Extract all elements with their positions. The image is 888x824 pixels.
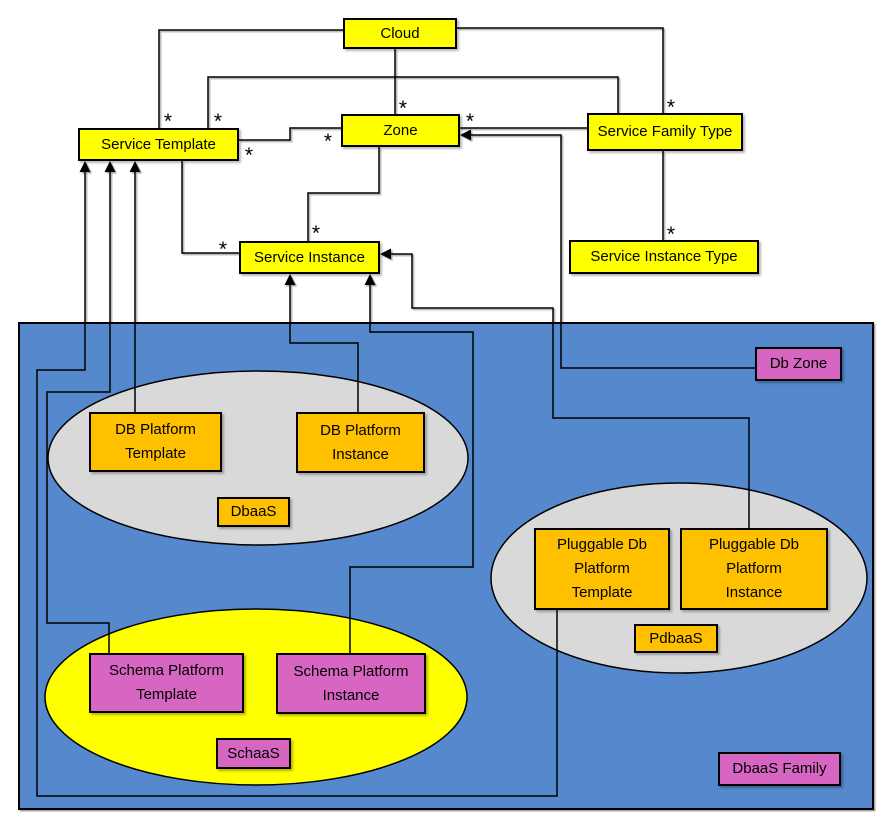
node-label: DB Platform bbox=[320, 421, 401, 439]
node-service-family-type: Service Family Type bbox=[587, 113, 743, 151]
node-pdbaas-label: PdbaaS bbox=[634, 624, 718, 653]
arrowhead-service-instance-left bbox=[284, 274, 296, 285]
node-label: Schema Platform bbox=[293, 662, 409, 680]
node-label: SchaaS bbox=[227, 744, 280, 762]
node-label: Service Template bbox=[101, 135, 216, 153]
node-service-instance: Service Instance bbox=[239, 241, 380, 274]
edge-schema-instance-service-instance bbox=[349, 277, 474, 653]
multiplicity-star: * bbox=[399, 97, 407, 120]
node-label: Schema Platform bbox=[108, 662, 225, 679]
node-db-platform-template: DB Platform Template bbox=[89, 412, 222, 472]
node-service-instance-type: Service Instance Type bbox=[569, 240, 759, 274]
node-label: DB Platform bbox=[115, 421, 196, 438]
node-pluggable-db-platform-template: Pluggable Db Platform Template bbox=[534, 528, 670, 610]
node-zone: Zone bbox=[341, 114, 460, 147]
node-schema-platform-template: Schema Platform Template bbox=[89, 653, 244, 713]
node-db-zone: Db Zone bbox=[755, 347, 842, 381]
node-schema-platform-instance: Schema Platform Instance bbox=[276, 653, 426, 714]
edge-db-zone-zone bbox=[464, 134, 755, 369]
node-label: Instance bbox=[725, 584, 783, 601]
edge-service-template-zone bbox=[239, 127, 341, 141]
arrowhead-service-instance-right2 bbox=[364, 274, 376, 285]
node-label: Template bbox=[136, 686, 197, 703]
arrowhead-service-instance-right bbox=[380, 248, 391, 260]
arrowhead-service-template-3 bbox=[129, 161, 141, 172]
node-db-platform-instance: DB Platform Instance bbox=[296, 412, 425, 473]
multiplicity-star: * bbox=[667, 223, 675, 246]
multiplicity-star: * bbox=[667, 96, 675, 119]
arrowhead-service-template-1 bbox=[79, 161, 91, 172]
arrowhead-service-template-2 bbox=[104, 161, 116, 172]
node-label: Service Instance bbox=[254, 248, 365, 266]
multiplicity-star: * bbox=[214, 110, 222, 133]
multiplicity-star: * bbox=[324, 130, 332, 153]
edge-cloud-service-template bbox=[158, 29, 343, 128]
edge-service-template-service-family-type bbox=[207, 76, 619, 128]
node-label: Platform bbox=[574, 560, 630, 577]
node-cloud: Cloud bbox=[343, 18, 457, 49]
node-label: Db Zone bbox=[769, 355, 828, 372]
edge-schema-template-service-template bbox=[46, 164, 111, 653]
node-pluggable-db-platform-instance: Pluggable Db Platform Instance bbox=[680, 528, 828, 610]
node-service-template: Service Template bbox=[78, 128, 239, 161]
node-label: Template bbox=[571, 584, 633, 601]
multiplicity-star: * bbox=[164, 110, 172, 133]
node-label: Zone bbox=[383, 121, 418, 139]
node-label: Pluggable Db bbox=[556, 536, 648, 553]
edge-cloud-service-family-type bbox=[457, 27, 664, 113]
edge-zone-service-instance bbox=[307, 147, 380, 241]
node-label: Instance bbox=[332, 445, 389, 463]
multiplicity-star: * bbox=[466, 110, 474, 133]
node-label: DbaaS Family bbox=[732, 760, 827, 777]
node-label: Platform bbox=[726, 560, 782, 577]
edge-service-template-service-instance bbox=[181, 161, 239, 254]
node-dbaas-family: DbaaS Family bbox=[718, 752, 841, 786]
node-label: Instance bbox=[322, 686, 380, 704]
arrowhead-zone bbox=[460, 129, 471, 141]
node-dbaas-label: DbaaS bbox=[217, 497, 290, 527]
edge-pluggable-instance-service-instance bbox=[385, 253, 750, 528]
node-schaas-label: SchaaS bbox=[216, 738, 291, 769]
node-label: PdbaaS bbox=[649, 629, 703, 647]
multiplicity-star: * bbox=[219, 238, 227, 261]
node-label: Service Instance Type bbox=[590, 248, 738, 265]
multiplicity-star: * bbox=[245, 144, 253, 167]
edge-pluggable-template-service-template bbox=[36, 164, 558, 797]
node-label: Template bbox=[125, 445, 186, 462]
node-label: Cloud bbox=[380, 24, 420, 42]
node-label: Pluggable Db bbox=[708, 536, 800, 553]
edge-db-platform-instance-service-instance bbox=[289, 277, 359, 412]
multiplicity-star: * bbox=[312, 222, 320, 245]
node-label: DbaaS bbox=[230, 503, 277, 520]
node-label: Service Family Type bbox=[597, 123, 733, 140]
